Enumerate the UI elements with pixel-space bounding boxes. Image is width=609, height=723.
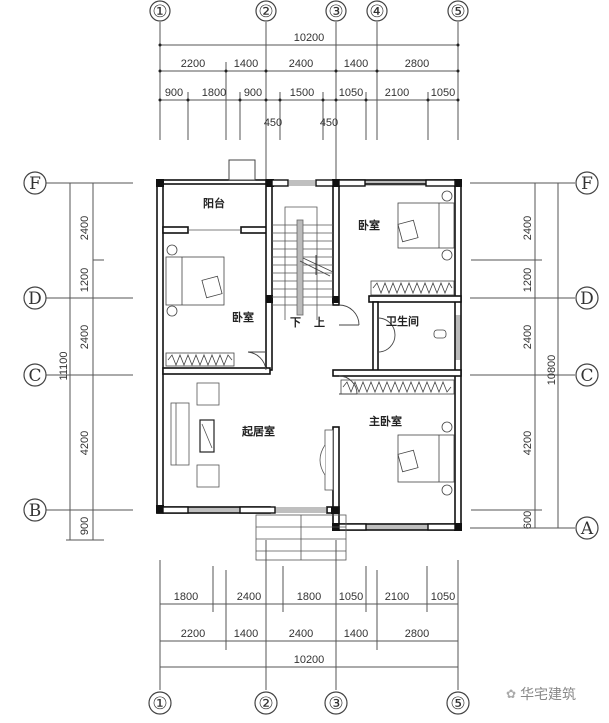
- axis-labels-left: F D C B: [28, 174, 42, 521]
- dim-bot-r1-1: 2400: [237, 591, 261, 603]
- dim-top-r3-0: 900: [165, 87, 183, 99]
- axis-bubbles-right: [575, 171, 599, 540]
- axis-5-top: ⑤: [450, 2, 465, 22]
- axis-2-bottom: ②: [258, 694, 273, 714]
- dim-top-r3-6: 1050: [431, 87, 455, 99]
- axis-bubbles-left: [23, 171, 47, 522]
- dim-top-r2-1: 1400: [234, 58, 258, 70]
- axis-C-left: C: [28, 366, 41, 386]
- bottom-dimensions: [159, 540, 459, 690]
- toilet-icon: [433, 329, 447, 339]
- top-dim-dots: [158, 43, 460, 102]
- room-label-balcony: 阳台: [203, 196, 225, 210]
- dim-bot-r2-0: 2200: [181, 628, 205, 640]
- dim-top-r2-3: 1400: [344, 58, 368, 70]
- axis-labels-top: ① ② ③ ④ ⑤: [152, 2, 465, 22]
- dim-top-r3-3: 1500: [290, 87, 314, 99]
- dim-top-extra-1: 450: [320, 117, 338, 129]
- axis-F-right: F: [581, 174, 593, 194]
- left-dim-labels: 2400 1200 2400 4200 900 11100: [58, 216, 91, 535]
- wechat-icon: ✿: [506, 687, 517, 701]
- watermark: ✿ 华宅建筑: [506, 684, 576, 704]
- axis-5-bottom: ⑤: [450, 694, 465, 714]
- beds: [165, 190, 455, 496]
- entrance-steps: [255, 514, 347, 561]
- dim-left-3: 4200: [79, 431, 91, 455]
- axis-bubbles-top: [149, 0, 469, 22]
- dim-left-1: 1200: [79, 268, 91, 292]
- axis-1-top: ①: [152, 2, 167, 22]
- dim-bot-r2-3: 1400: [344, 628, 368, 640]
- dim-top-extra-0: 450: [264, 117, 282, 129]
- dim-bot-r1-3: 1050: [339, 591, 363, 603]
- room-label-master-bedroom: 主卧室: [369, 414, 402, 428]
- room-label-bedroom-right: 卧室: [358, 218, 380, 232]
- dim-left-0: 2400: [79, 216, 91, 240]
- axis-labels-right: F D C A: [580, 174, 594, 539]
- watermark-text: 华宅建筑: [520, 687, 577, 703]
- room-label-living-room: 起居室: [241, 424, 275, 438]
- dim-top-r2-0: 2200: [181, 58, 205, 70]
- dim-right-2: 2400: [522, 325, 534, 349]
- dim-bot-r1-4: 2100: [385, 591, 409, 603]
- axis-3-bottom: ③: [328, 694, 343, 714]
- top-dim-labels: 10200 2200 1400 2400 1400 2800 900 1800 …: [165, 32, 455, 129]
- axis-D-left: D: [28, 289, 42, 309]
- axis-D-right: D: [580, 289, 594, 309]
- windows: [162, 179, 461, 531]
- dim-right-0: 2400: [522, 216, 534, 240]
- axis-2-top: ②: [258, 2, 273, 22]
- axis-4-top: ④: [369, 2, 384, 22]
- dim-left-4: 900: [79, 517, 91, 535]
- dim-right-1: 1200: [522, 268, 534, 292]
- dim-right-4: 600: [522, 511, 534, 529]
- dim-top-r3-5: 2100: [385, 87, 409, 99]
- dim-top-r3-1: 1800: [202, 87, 226, 99]
- room-label-bedroom-left: 卧室: [232, 310, 254, 324]
- dim-bot-r1-5: 1050: [431, 591, 455, 603]
- dim-left-total: 11100: [58, 352, 70, 381]
- axis-A-right: A: [580, 519, 594, 539]
- dim-top-r2-4: 2800: [405, 58, 429, 70]
- dim-left-2: 2400: [79, 325, 91, 349]
- dim-bot-total: 10200: [294, 654, 325, 666]
- stair-down-label: 下: [290, 316, 301, 329]
- axis-labels-bottom: ① ② ③ ⑤: [152, 694, 465, 714]
- axis-C-right: C: [580, 366, 593, 386]
- bottom-dim-labels: 1800 2400 1800 1050 2100 1050 2200 1400 …: [174, 591, 455, 666]
- dim-bot-r2-1: 1400: [234, 628, 258, 640]
- staircase: [272, 206, 334, 320]
- dim-top-r3-4: 1050: [339, 87, 363, 99]
- dim-right-total: 10800: [546, 355, 558, 386]
- living-furniture: [170, 382, 334, 491]
- dim-top-r3-2: 900: [244, 87, 262, 99]
- axis-1-bottom: ①: [152, 694, 167, 714]
- dim-top-r2-2: 2400: [289, 58, 313, 70]
- dim-bot-r2-2: 2400: [289, 628, 313, 640]
- wardrobes: [165, 280, 455, 395]
- top-dimensions: [159, 22, 459, 180]
- axis-F-left: F: [29, 174, 41, 194]
- axis-3-top: ③: [328, 2, 343, 22]
- dim-bot-r1-0: 1800: [174, 591, 198, 603]
- room-label-bathroom: 卫生间: [386, 314, 419, 328]
- right-dimensions: [470, 182, 575, 529]
- axis-bubbles-bottom: [148, 691, 470, 715]
- dim-bot-r1-2: 1800: [297, 591, 321, 603]
- dim-right-3: 4200: [522, 431, 534, 455]
- axis-B-left: B: [29, 501, 42, 521]
- dim-top-total: 10200: [294, 32, 325, 44]
- left-dimensions: [46, 182, 133, 541]
- dim-bot-r2-4: 2800: [405, 628, 429, 640]
- stair-up-label: 上: [314, 315, 325, 329]
- right-dim-labels: 2400 1200 2400 4200 600 10800: [522, 216, 558, 529]
